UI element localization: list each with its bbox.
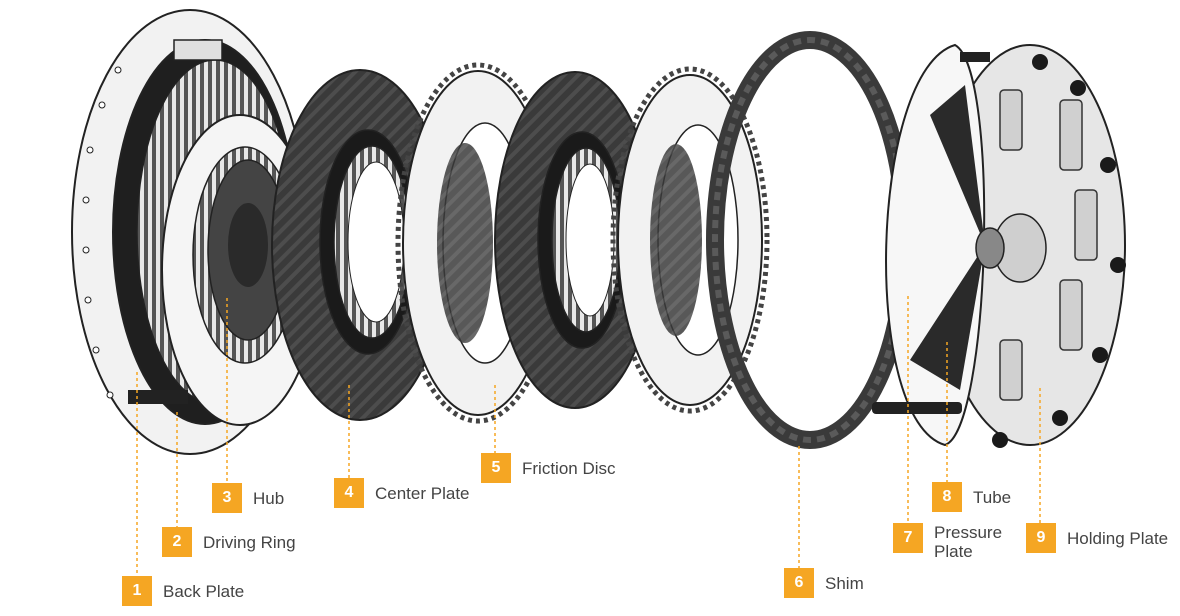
part-number-badge: 1	[122, 576, 152, 606]
part-label: Center Plate	[375, 483, 470, 503]
callout-shim: 6 Shim	[784, 568, 864, 598]
callout-center-plate: 4 Center Plate	[334, 478, 470, 508]
pressure-holding-assembly-shape	[872, 43, 1126, 448]
part-label: Pressure Plate	[934, 523, 1002, 561]
part-number-badge: 9	[1026, 523, 1056, 553]
part-label: Holding Plate	[1067, 528, 1169, 548]
friction-disc-shape-2	[610, 66, 770, 414]
callout-hub: 3 Hub	[212, 483, 284, 513]
part-number-badge: 2	[162, 527, 192, 557]
part-label: Back Plate	[163, 581, 245, 601]
callout-holding-plate: 9 Holding Plate	[1026, 523, 1168, 553]
part-number-badge: 5	[481, 453, 511, 483]
part-number-badge: 4	[334, 478, 364, 508]
part-label: Hub	[253, 488, 285, 508]
callout-driving-ring: 2 Driving Ring	[162, 527, 296, 557]
callout-back-plate: 1 Back Plate	[122, 576, 244, 606]
part-label: Driving Ring	[203, 532, 296, 552]
part-number-badge: 3	[212, 483, 242, 513]
part-label: Shim	[825, 573, 864, 593]
center-plate-shape-2	[494, 71, 656, 409]
part-label: Tube	[973, 487, 1012, 507]
hub-shape	[161, 114, 319, 426]
callout-pressure-plate: 7 Pressure Plate	[893, 523, 1002, 561]
part-number-badge: 8	[932, 482, 962, 512]
part-label-line-1: Pressure	[934, 523, 1003, 542]
part-label: Friction Disc	[522, 458, 616, 478]
part-label-line-2: Plate	[934, 542, 973, 561]
part-number-badge: 6	[784, 568, 814, 598]
leader-lines	[136, 296, 1041, 576]
callout-friction-disc: 5 Friction Disc	[481, 453, 616, 483]
part-number-badge: 7	[893, 523, 923, 553]
callout-tube: 8 Tube	[932, 482, 1011, 512]
